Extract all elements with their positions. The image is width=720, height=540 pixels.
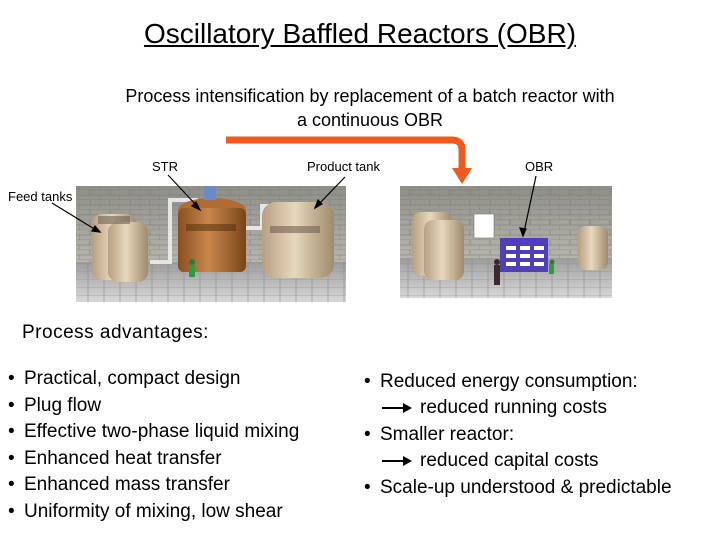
slide-subtitle: Process intensification by replacement o… — [125, 86, 615, 130]
advantage-energy-sub: reduced running costs — [374, 395, 607, 421]
replacement-arrow — [226, 136, 466, 170]
right-arrow-icon — [382, 455, 412, 466]
label-product-tank: Product tank — [307, 159, 380, 174]
list-item: Reduced energy consumption: — [364, 371, 638, 392]
advantage-size-sub: reduced capital costs — [374, 448, 599, 474]
list-item: Effective two-phase liquid mixing — [8, 419, 299, 446]
advantages-heading: Process advantages: — [22, 322, 209, 343]
product-tank — [262, 202, 334, 278]
list-item: Enhanced mass transfer — [8, 472, 299, 499]
advantages-list-left: Practical, compact design Plug flow Effe… — [8, 366, 299, 525]
list-item: Uniformity of mixing, low shear — [8, 499, 299, 526]
label-feed-tanks: Feed tanks — [8, 189, 73, 204]
advantage-energy: Reduced energy consumption: — [364, 369, 638, 395]
advantage-size: Smaller reactor: — [364, 422, 514, 448]
list-item: Smaller reactor: — [364, 424, 514, 445]
feed-tank-4 — [424, 220, 464, 280]
list-item: Enhanced heat transfer — [8, 446, 299, 473]
label-obr: OBR — [525, 159, 554, 174]
list-item: Practical, compact design — [8, 366, 299, 393]
reactor-motor — [204, 186, 216, 200]
str-reactor — [178, 208, 246, 272]
list-item: Plug flow — [8, 393, 299, 420]
advantage-scaleup: Scale-up understood & predictable — [364, 475, 672, 501]
right-arrow-icon — [382, 402, 412, 413]
label-str: STR — [152, 159, 178, 174]
list-item: reduced running costs — [420, 397, 607, 418]
right-plant-panel — [400, 186, 612, 298]
slide-title: Oscillatory Baffled Reactors (OBR) — [143, 18, 577, 49]
feed-tank-2 — [108, 222, 148, 282]
small-product-tank — [578, 226, 608, 270]
list-item: reduced capital costs — [420, 450, 599, 471]
left-plant-panel — [76, 186, 346, 302]
list-item: Scale-up understood & predictable — [364, 477, 672, 498]
